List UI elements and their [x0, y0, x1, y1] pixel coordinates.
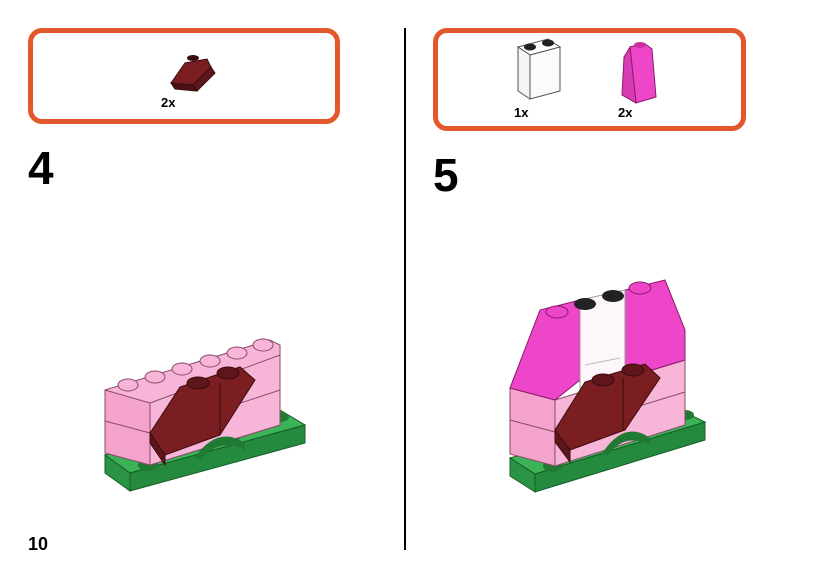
part-quantity: 2x	[618, 105, 633, 120]
step-4-parts-box: 2x	[28, 28, 340, 124]
transparent-panel-icon	[516, 38, 562, 100]
dark-red-slope-brick-icon	[170, 55, 216, 92]
part-quantity: 2x	[161, 95, 176, 110]
step-4-model-illustration	[103, 338, 307, 492]
page-number: 10	[28, 534, 49, 554]
page-divider	[404, 28, 406, 550]
step-number: 4	[28, 142, 54, 194]
step-number: 5	[433, 149, 459, 201]
part-quantity: 1x	[514, 105, 529, 120]
step-5-parts-box: 1x 2x	[433, 28, 746, 131]
magenta-slope-brick-icon	[621, 42, 657, 104]
step-5-model-illustration	[508, 279, 707, 493]
